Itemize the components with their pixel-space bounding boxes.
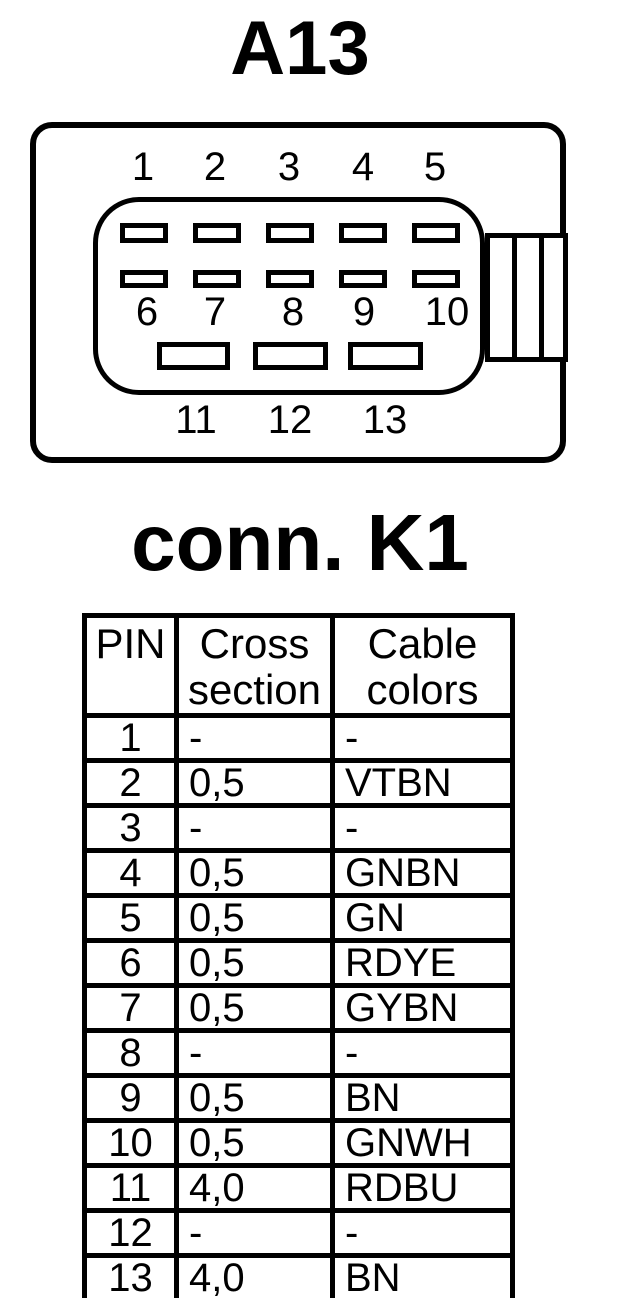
pin-cell: 9	[82, 1073, 179, 1124]
cable-color-cell: RDBU	[330, 1163, 515, 1214]
pin-label-10: 10	[424, 290, 470, 334]
pin-cell: 5	[82, 893, 179, 944]
pin-slot-11	[157, 342, 230, 370]
cross-section-cell: -	[174, 1208, 335, 1259]
cable-color-cell: VTBN	[330, 758, 515, 809]
pin-cell: 7	[82, 983, 179, 1034]
table-row: 5 0,5 GN	[82, 893, 515, 944]
cross-section-cell: -	[174, 713, 335, 764]
pin-slot-6	[120, 270, 168, 288]
connection-title: conn. K1	[131, 498, 469, 587]
table-row: 7 0,5 GYBN	[82, 983, 515, 1034]
pin-label-1: 1	[131, 145, 155, 189]
pin-cell: 1	[82, 713, 179, 764]
pin-slot-5	[412, 223, 460, 243]
pin-cell: 3	[82, 803, 179, 854]
pin-cell: 11	[82, 1163, 179, 1214]
cross-section-cell: 4,0	[174, 1253, 335, 1298]
pin-label-6: 6	[135, 290, 159, 334]
header-pin: PIN	[82, 612, 179, 719]
pin-slot-7	[193, 270, 241, 288]
pin-cell: 4	[82, 848, 179, 899]
cable-color-cell: -	[330, 713, 515, 764]
pin-label-11: 11	[175, 398, 217, 442]
pin-slot-2	[193, 223, 241, 243]
pin-slot-1	[120, 223, 168, 243]
connector-title: A13	[230, 6, 370, 91]
table-row: 9 0,5 BN	[82, 1073, 515, 1124]
table-row: 10 0,5 GNWH	[82, 1118, 515, 1169]
pin-cell: 8	[82, 1028, 179, 1079]
table-row: 4 0,5 GNBN	[82, 848, 515, 899]
cable-color-cell: -	[330, 803, 515, 854]
pin-cell: 10	[82, 1118, 179, 1169]
pin-cell: 12	[82, 1208, 179, 1259]
pin-label-9: 9	[352, 290, 376, 334]
cross-section-cell: 0,5	[174, 893, 335, 944]
cable-color-cell: -	[330, 1028, 515, 1079]
cross-section-cell: 0,5	[174, 938, 335, 989]
pin-slot-13	[348, 342, 423, 370]
cross-section-cell: 0,5	[174, 1073, 335, 1124]
connector-latch	[485, 233, 568, 362]
cross-section-cell: -	[174, 803, 335, 854]
cross-section-cell: 0,5	[174, 1118, 335, 1169]
table-row: 1 - -	[82, 713, 515, 764]
table-row: 2 0,5 VTBN	[82, 758, 515, 809]
pin-slot-4	[339, 223, 387, 243]
pin-label-4: 4	[351, 145, 375, 189]
cable-color-cell: GYBN	[330, 983, 515, 1034]
cable-color-cell: -	[330, 1208, 515, 1259]
latch-divider	[539, 238, 544, 357]
pin-label-2: 2	[203, 145, 227, 189]
pin-label-7: 7	[203, 290, 227, 334]
pin-label-5: 5	[423, 145, 447, 189]
table-row: 11 4,0 RDBU	[82, 1163, 515, 1214]
latch-divider	[512, 238, 517, 357]
cross-section-cell: -	[174, 1028, 335, 1079]
table-header-row: PIN Cross section Cable colors	[82, 612, 515, 719]
pin-cell: 2	[82, 758, 179, 809]
pin-slot-10	[412, 270, 460, 288]
table-row: 13 4,0 BN	[82, 1253, 515, 1298]
header-cable-colors: Cable colors	[330, 612, 515, 719]
pin-slot-12	[253, 342, 328, 370]
pin-label-12: 12	[267, 398, 313, 442]
table-row: 3 - -	[82, 803, 515, 854]
cable-color-cell: GNWH	[330, 1118, 515, 1169]
cable-color-cell: BN	[330, 1073, 515, 1124]
header-cross-section: Cross section	[174, 612, 335, 719]
table-row: 6 0,5 RDYE	[82, 938, 515, 989]
pin-label-3: 3	[277, 145, 301, 189]
cross-section-cell: 0,5	[174, 848, 335, 899]
cable-color-cell: RDYE	[330, 938, 515, 989]
pin-cell: 6	[82, 938, 179, 989]
cross-section-cell: 0,5	[174, 758, 335, 809]
cable-color-cell: GN	[330, 893, 515, 944]
pin-table: PIN Cross section Cable colors 1 - - 2 0…	[82, 612, 515, 1298]
pin-cell: 13	[82, 1253, 179, 1298]
cable-color-cell: BN	[330, 1253, 515, 1298]
pin-slot-8	[266, 270, 314, 288]
table-row: 12 - -	[82, 1208, 515, 1259]
cross-section-cell: 0,5	[174, 983, 335, 1034]
cable-color-cell: GNBN	[330, 848, 515, 899]
pin-label-8: 8	[281, 290, 305, 334]
pin-slot-3	[266, 223, 314, 243]
cross-section-cell: 4,0	[174, 1163, 335, 1214]
table-row: 8 - -	[82, 1028, 515, 1079]
pin-slot-9	[339, 270, 387, 288]
pin-label-13: 13	[362, 398, 408, 442]
